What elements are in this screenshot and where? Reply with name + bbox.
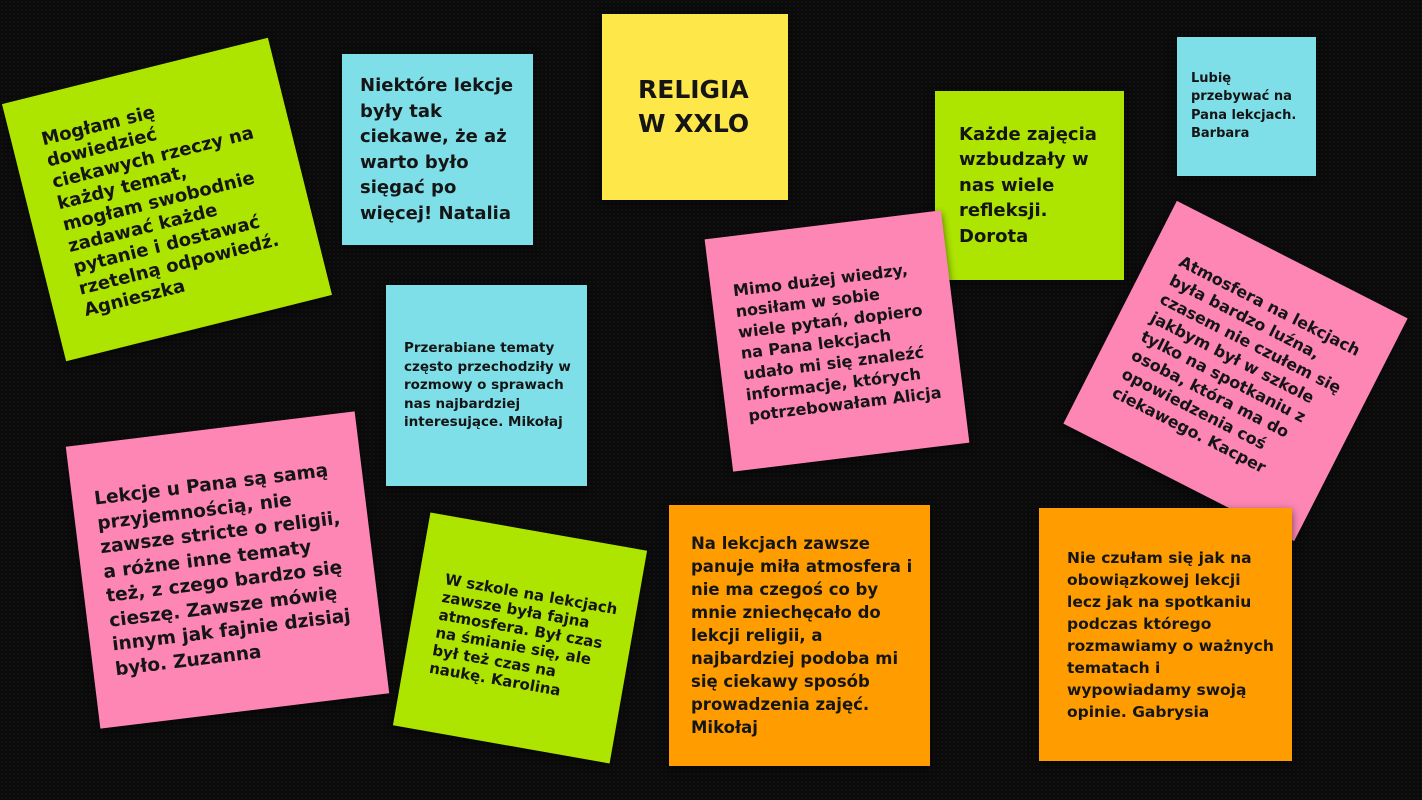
note-text: Niektóre lekcje były tak ciekawe, że aż …: [360, 75, 514, 224]
note-mikolaj-2: Na lekcjach zawsze panuje miła atmosfera…: [669, 505, 930, 766]
board-title-note: RELIGIA W XXLO: [602, 14, 788, 200]
note-text: Każde zajęcia wzbudzały w nas wiele refl…: [959, 123, 1097, 247]
note-dorota: Każde zajęcia wzbudzały w nas wiele refl…: [935, 91, 1124, 280]
note-barbara: Lubię przebywać na Pana lekcjach. Barbar…: [1177, 37, 1316, 176]
note-text: Mogłam się dowiedzieć ciekawych rzeczy n…: [39, 101, 281, 321]
note-text: W szkole na lekcjach zawsze była fajna a…: [427, 570, 619, 700]
note-text: Na lekcjach zawsze panuje miła atmosfera…: [691, 534, 913, 737]
note-mikolaj-1: Przerabiane tematy często przechodziły w…: [386, 285, 587, 486]
note-agnieszka: Mogłam się dowiedzieć ciekawych rzeczy n…: [2, 37, 332, 362]
note-alicja: Mimo dużej wiedzy, nosiłam w sobie wiele…: [704, 210, 970, 472]
board-title: RELIGIA W XXLO: [638, 75, 750, 138]
note-text: Nie czułam się jak na obowiązkowej lekcj…: [1067, 548, 1274, 721]
note-natalia: Niektóre lekcje były tak ciekawe, że aż …: [342, 54, 533, 245]
note-karolina: W szkole na lekcjach zawsze była fajna a…: [392, 512, 648, 764]
note-text: Mimo dużej wiedzy, nosiłam w sobie wiele…: [731, 259, 943, 425]
note-text: Lubię przebywać na Pana lekcjach. Barbar…: [1191, 70, 1297, 142]
note-text: Lekcje u Pana są samą przyjemnością, nie…: [93, 460, 352, 680]
note-gabrysia: Nie czułam się jak na obowiązkowej lekcj…: [1039, 508, 1292, 761]
note-zuzanna: Lekcje u Pana są samą przyjemnością, nie…: [65, 411, 390, 729]
note-text: Przerabiane tematy często przechodziły w…: [404, 340, 571, 431]
note-text: Atmosfera na lekcjach była bardzo luźna,…: [1109, 251, 1364, 477]
